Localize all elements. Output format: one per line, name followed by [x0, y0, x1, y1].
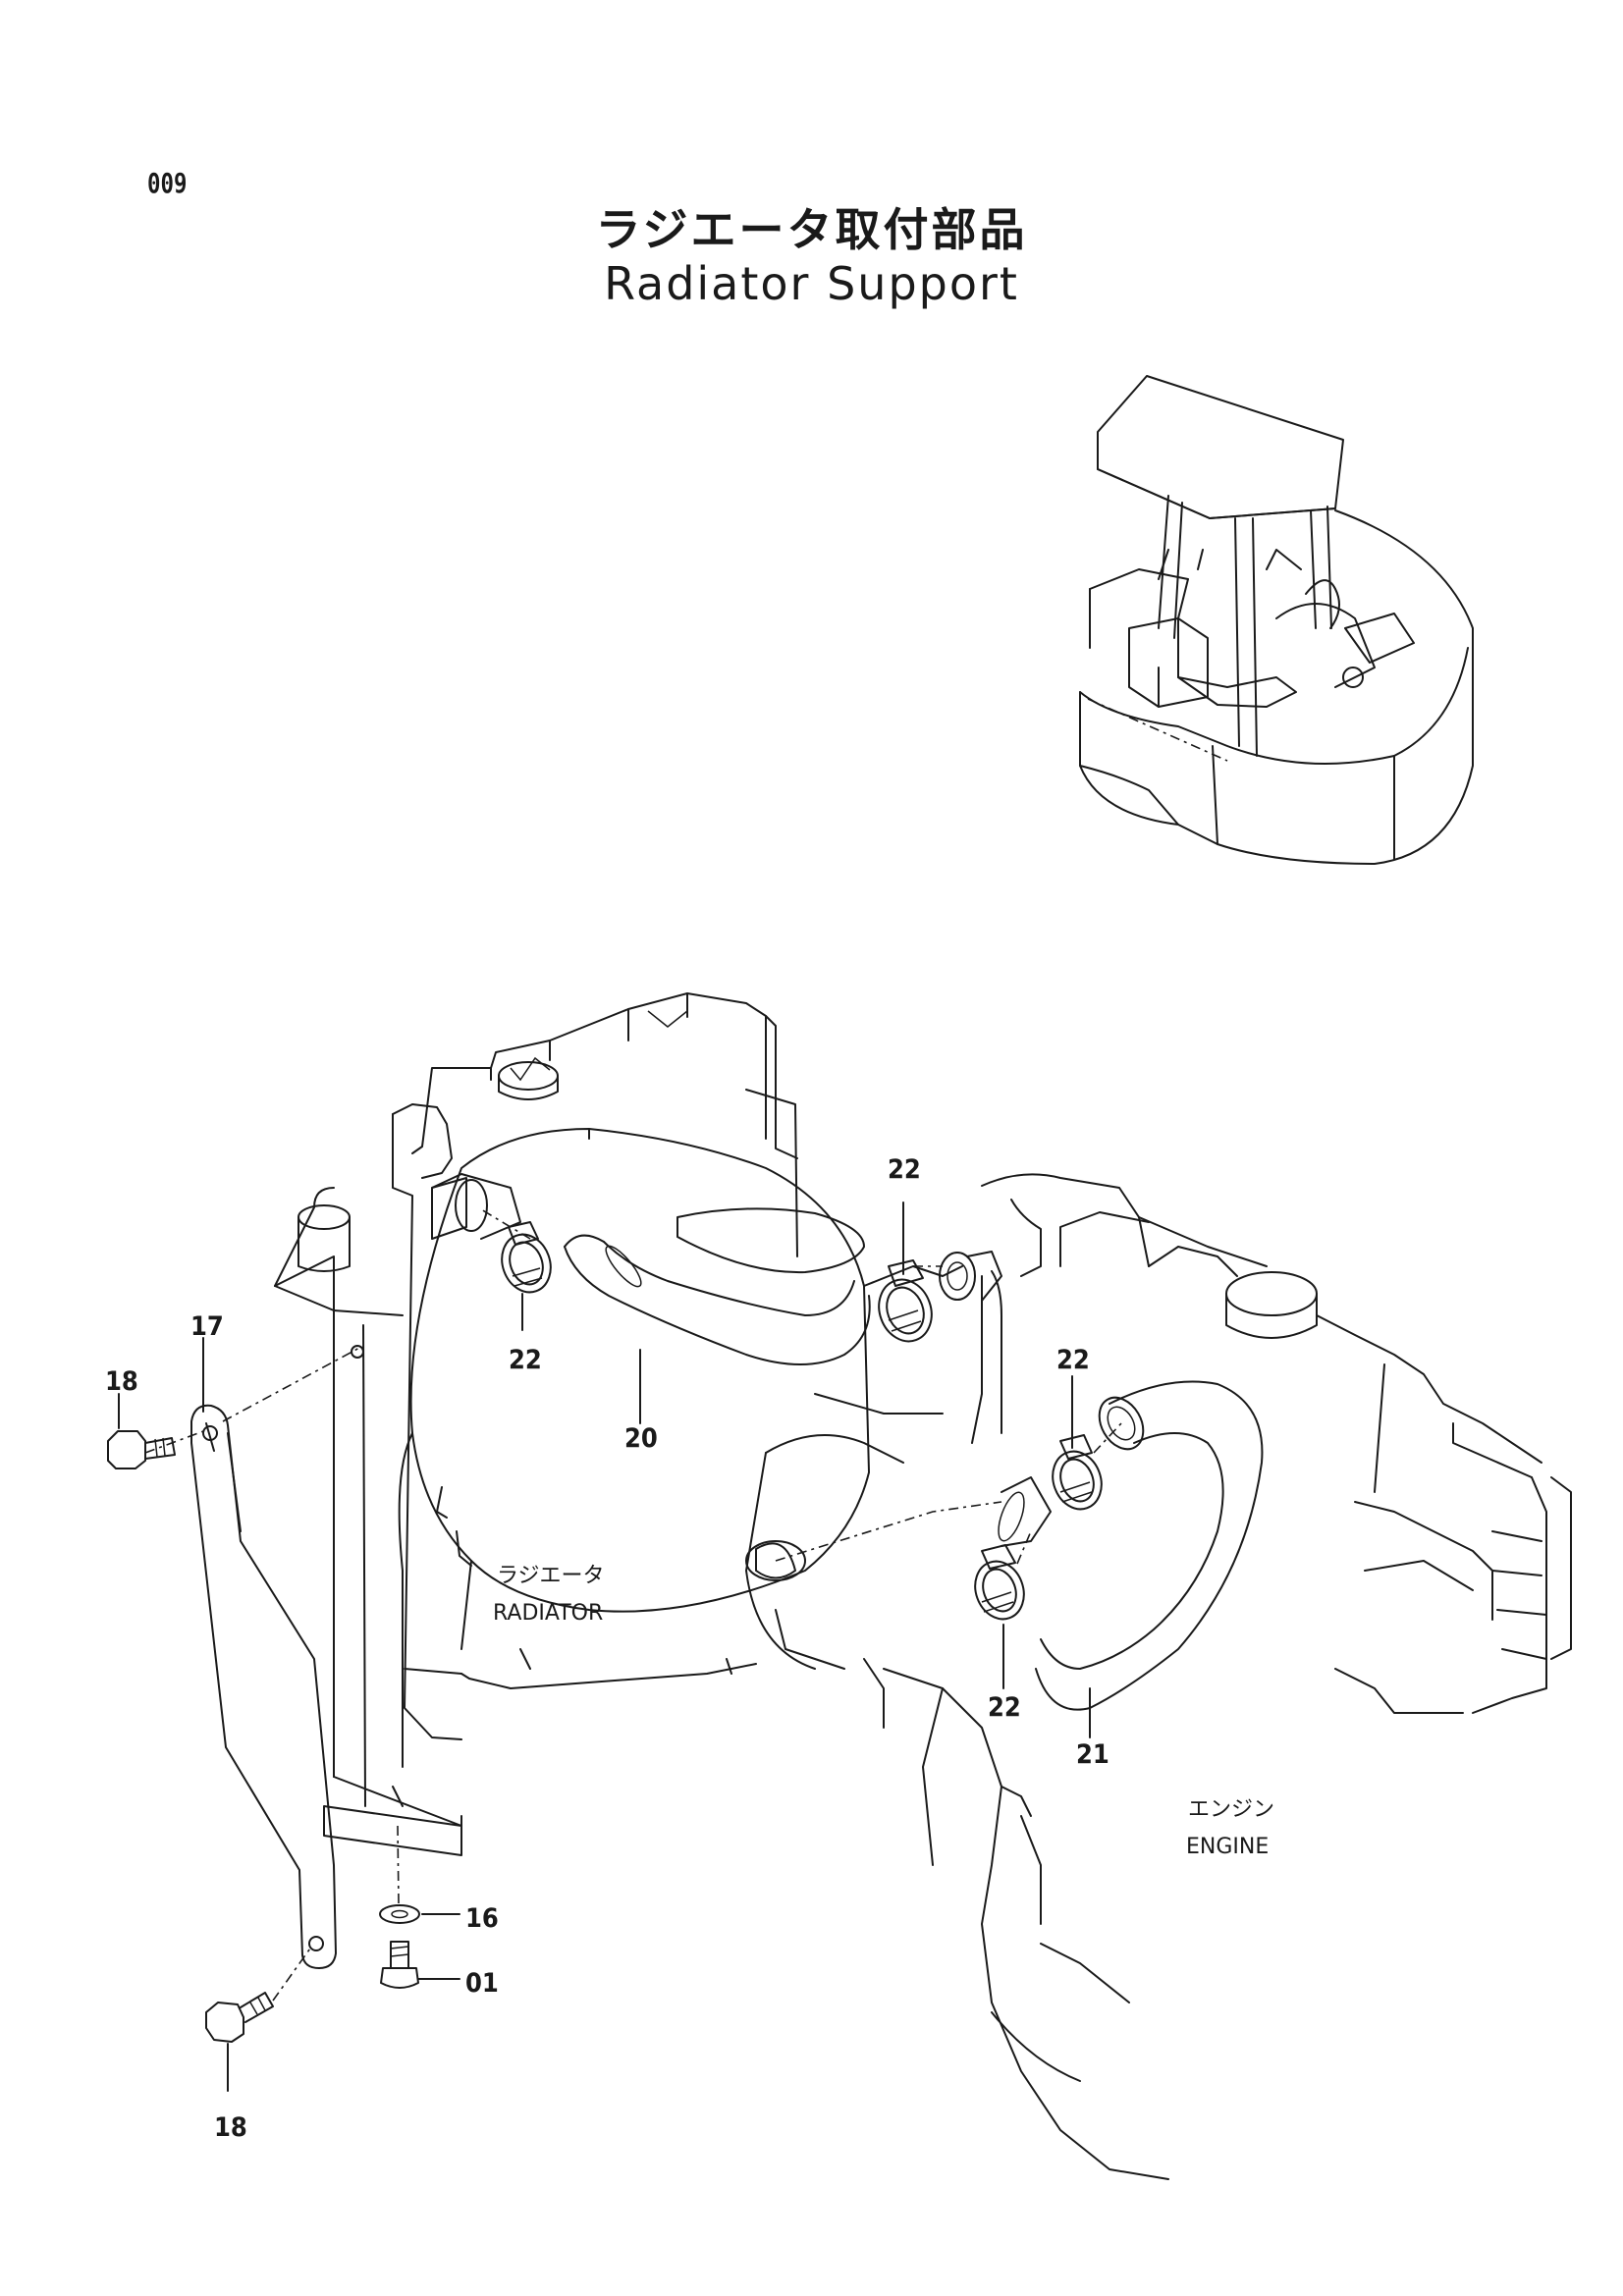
engine-illustration: [745, 1173, 1572, 2180]
engine-label-japanese: エンジン: [1188, 1797, 1274, 1822]
callout-22-b: 22: [888, 1154, 921, 1185]
callout-22-a: 22: [509, 1345, 542, 1375]
callout-16: 16: [465, 1903, 499, 1934]
clamp-22-d: [974, 1544, 1025, 1621]
clamp-22-b: [878, 1259, 933, 1343]
bolt-18-upper: [107, 1430, 176, 1469]
radiator-illustration: [274, 992, 870, 1856]
page-title-japanese: ラジエータ取付部品: [595, 203, 1028, 256]
callout-01: 01: [465, 1968, 499, 1999]
bolt-18-lower: [205, 1992, 274, 2043]
stay-bracket-17: [190, 1404, 337, 1969]
callout-20: 20: [624, 1423, 658, 1454]
callout-22-d: 22: [988, 1692, 1021, 1723]
leader-lines: [118, 1201, 1122, 2092]
page-title-english: Radiator Support: [604, 257, 1019, 310]
clamp-22-a: [501, 1221, 552, 1294]
bolt-01: [380, 1941, 419, 1989]
machine-overview-illustration: [1079, 375, 1474, 865]
engine-label-english: ENGINE: [1186, 1835, 1269, 1859]
pipe-stubs: [431, 1173, 1052, 1547]
lower-hose-21: [1035, 1380, 1264, 1711]
callout-18-upper: 18: [105, 1366, 138, 1397]
page-number: 009: [147, 167, 188, 199]
radiator-label-japanese: ラジエータ: [497, 1564, 605, 1588]
callout-17: 17: [190, 1311, 224, 1342]
radiator-label-english: RADIATOR: [493, 1601, 603, 1626]
callout-22-c: 22: [1056, 1345, 1090, 1375]
callout-18-lower: 18: [214, 2112, 247, 2143]
washer-16: [379, 1904, 420, 1924]
callout-21: 21: [1076, 1739, 1109, 1770]
clamp-22-c: [1052, 1434, 1103, 1511]
upper-hose-20: [564, 1234, 871, 1365]
